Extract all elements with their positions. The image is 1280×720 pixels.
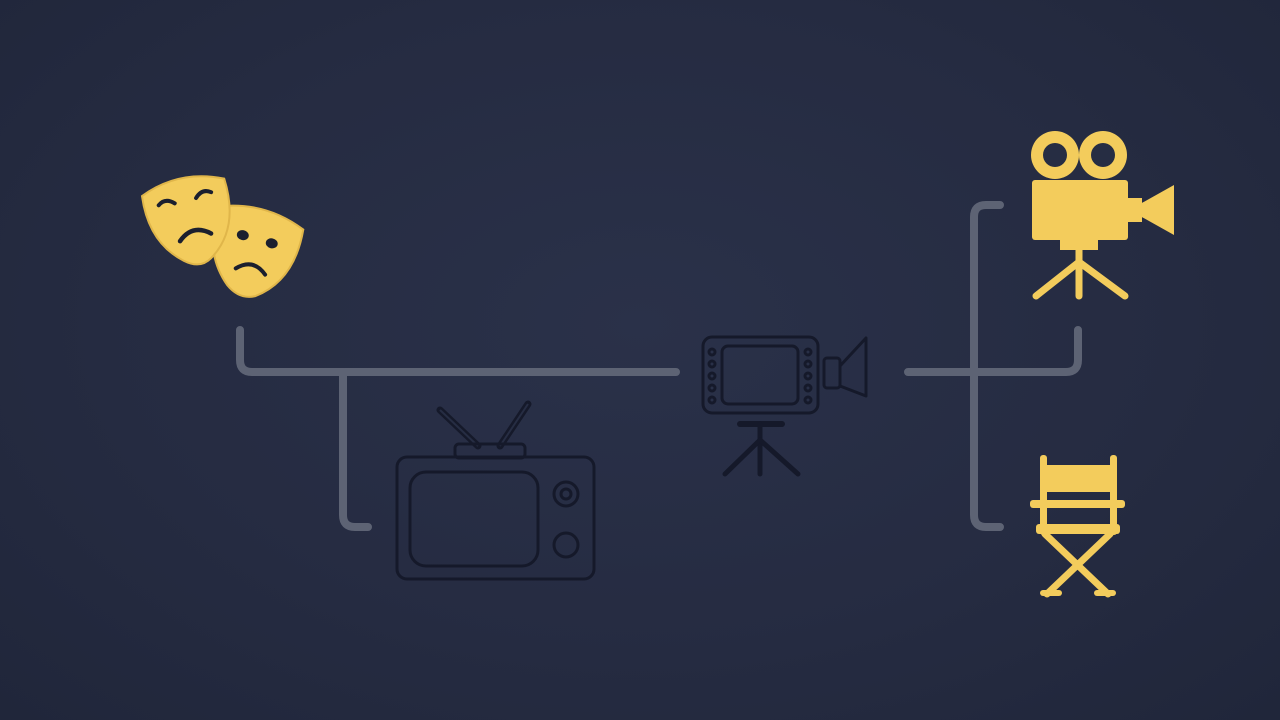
film-camera-on-tripod-icon bbox=[1031, 131, 1174, 300]
sad-mask-front bbox=[140, 175, 231, 266]
theater-masks-icon bbox=[140, 175, 305, 298]
connector-branch-to-television bbox=[339, 368, 372, 531]
sad-mask-back bbox=[211, 204, 305, 298]
video-camera-on-tripod-icon bbox=[701, 335, 868, 477]
retro-tv-icon bbox=[395, 400, 596, 581]
connectors bbox=[236, 201, 1082, 531]
directors-chair-icon bbox=[1030, 455, 1125, 598]
connector-video-camera-to-film-camera bbox=[904, 326, 1082, 376]
connector-theater-to-video-camera bbox=[236, 326, 680, 376]
connector-vertical-bracket bbox=[970, 201, 1004, 531]
